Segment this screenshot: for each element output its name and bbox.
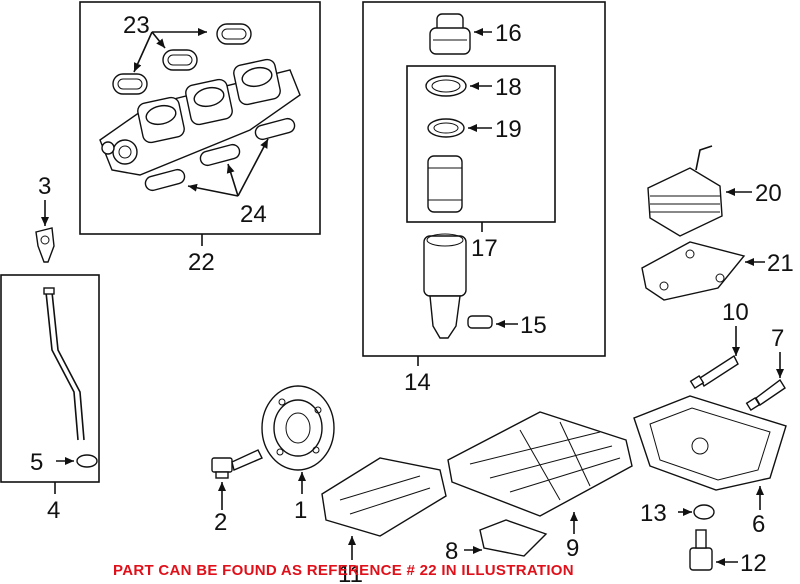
filter-housing: [423, 233, 467, 339]
reference-notice: PART CAN BE FOUND AS REFERENCE # 22 IN I…: [113, 562, 574, 579]
label-18: 18: [495, 74, 522, 101]
box-4-frame: [0, 274, 100, 483]
label-21: 21: [767, 250, 794, 277]
manifold-gaskets-lower: [144, 117, 296, 192]
label-6: 6: [752, 511, 765, 538]
label-7: 7: [771, 325, 784, 352]
label-23: 23: [123, 12, 150, 39]
label-12: 12: [740, 550, 767, 577]
cooler-gasket: [641, 241, 746, 301]
upper-oil-pan: [447, 411, 633, 517]
box-17-frame: [406, 65, 556, 223]
o-ring-18: [425, 75, 467, 97]
filter-element: [427, 155, 463, 213]
label-4: 4: [47, 497, 60, 524]
oil-cooler: [647, 145, 723, 237]
bolt: [211, 449, 263, 479]
dipstick-handle: [35, 227, 55, 263]
label-1: 1: [294, 497, 307, 524]
label-11: 11: [338, 561, 363, 584]
box-22-frame: [79, 1, 321, 235]
intake-manifold: [99, 58, 301, 176]
washer-13: [693, 504, 715, 520]
label-16: 16: [495, 20, 522, 47]
dipstick-tube: [43, 287, 85, 441]
label-14: 14: [404, 369, 431, 396]
manifold-gaskets-upper: [112, 23, 252, 95]
filter-cap: [429, 13, 471, 55]
label-22: 22: [188, 249, 215, 276]
label-10: 10: [722, 299, 749, 326]
label-15: 15: [520, 312, 547, 339]
crank-pulley: [261, 385, 335, 471]
label-9: 9: [566, 535, 579, 562]
o-ring-5: [76, 454, 98, 468]
cover-8: [479, 519, 548, 557]
oil-baffle: [321, 457, 447, 537]
label-8: 8: [445, 538, 458, 565]
label-24: 24: [240, 201, 267, 228]
label-17: 17: [471, 235, 498, 262]
drain-plug-12: [689, 529, 713, 571]
label-13: 13: [640, 500, 667, 527]
sealant-tube-10: [689, 354, 739, 390]
label-3: 3: [38, 173, 51, 200]
label-20: 20: [755, 180, 782, 207]
sealant-tube-7: [745, 378, 786, 412]
label-5: 5: [30, 449, 43, 476]
label-19: 19: [495, 116, 522, 143]
o-ring-19: [427, 118, 465, 138]
drain-plug-15: [467, 315, 493, 329]
box-14-frame: [362, 1, 606, 357]
lower-oil-pan: [633, 395, 787, 491]
label-2: 2: [214, 509, 227, 536]
